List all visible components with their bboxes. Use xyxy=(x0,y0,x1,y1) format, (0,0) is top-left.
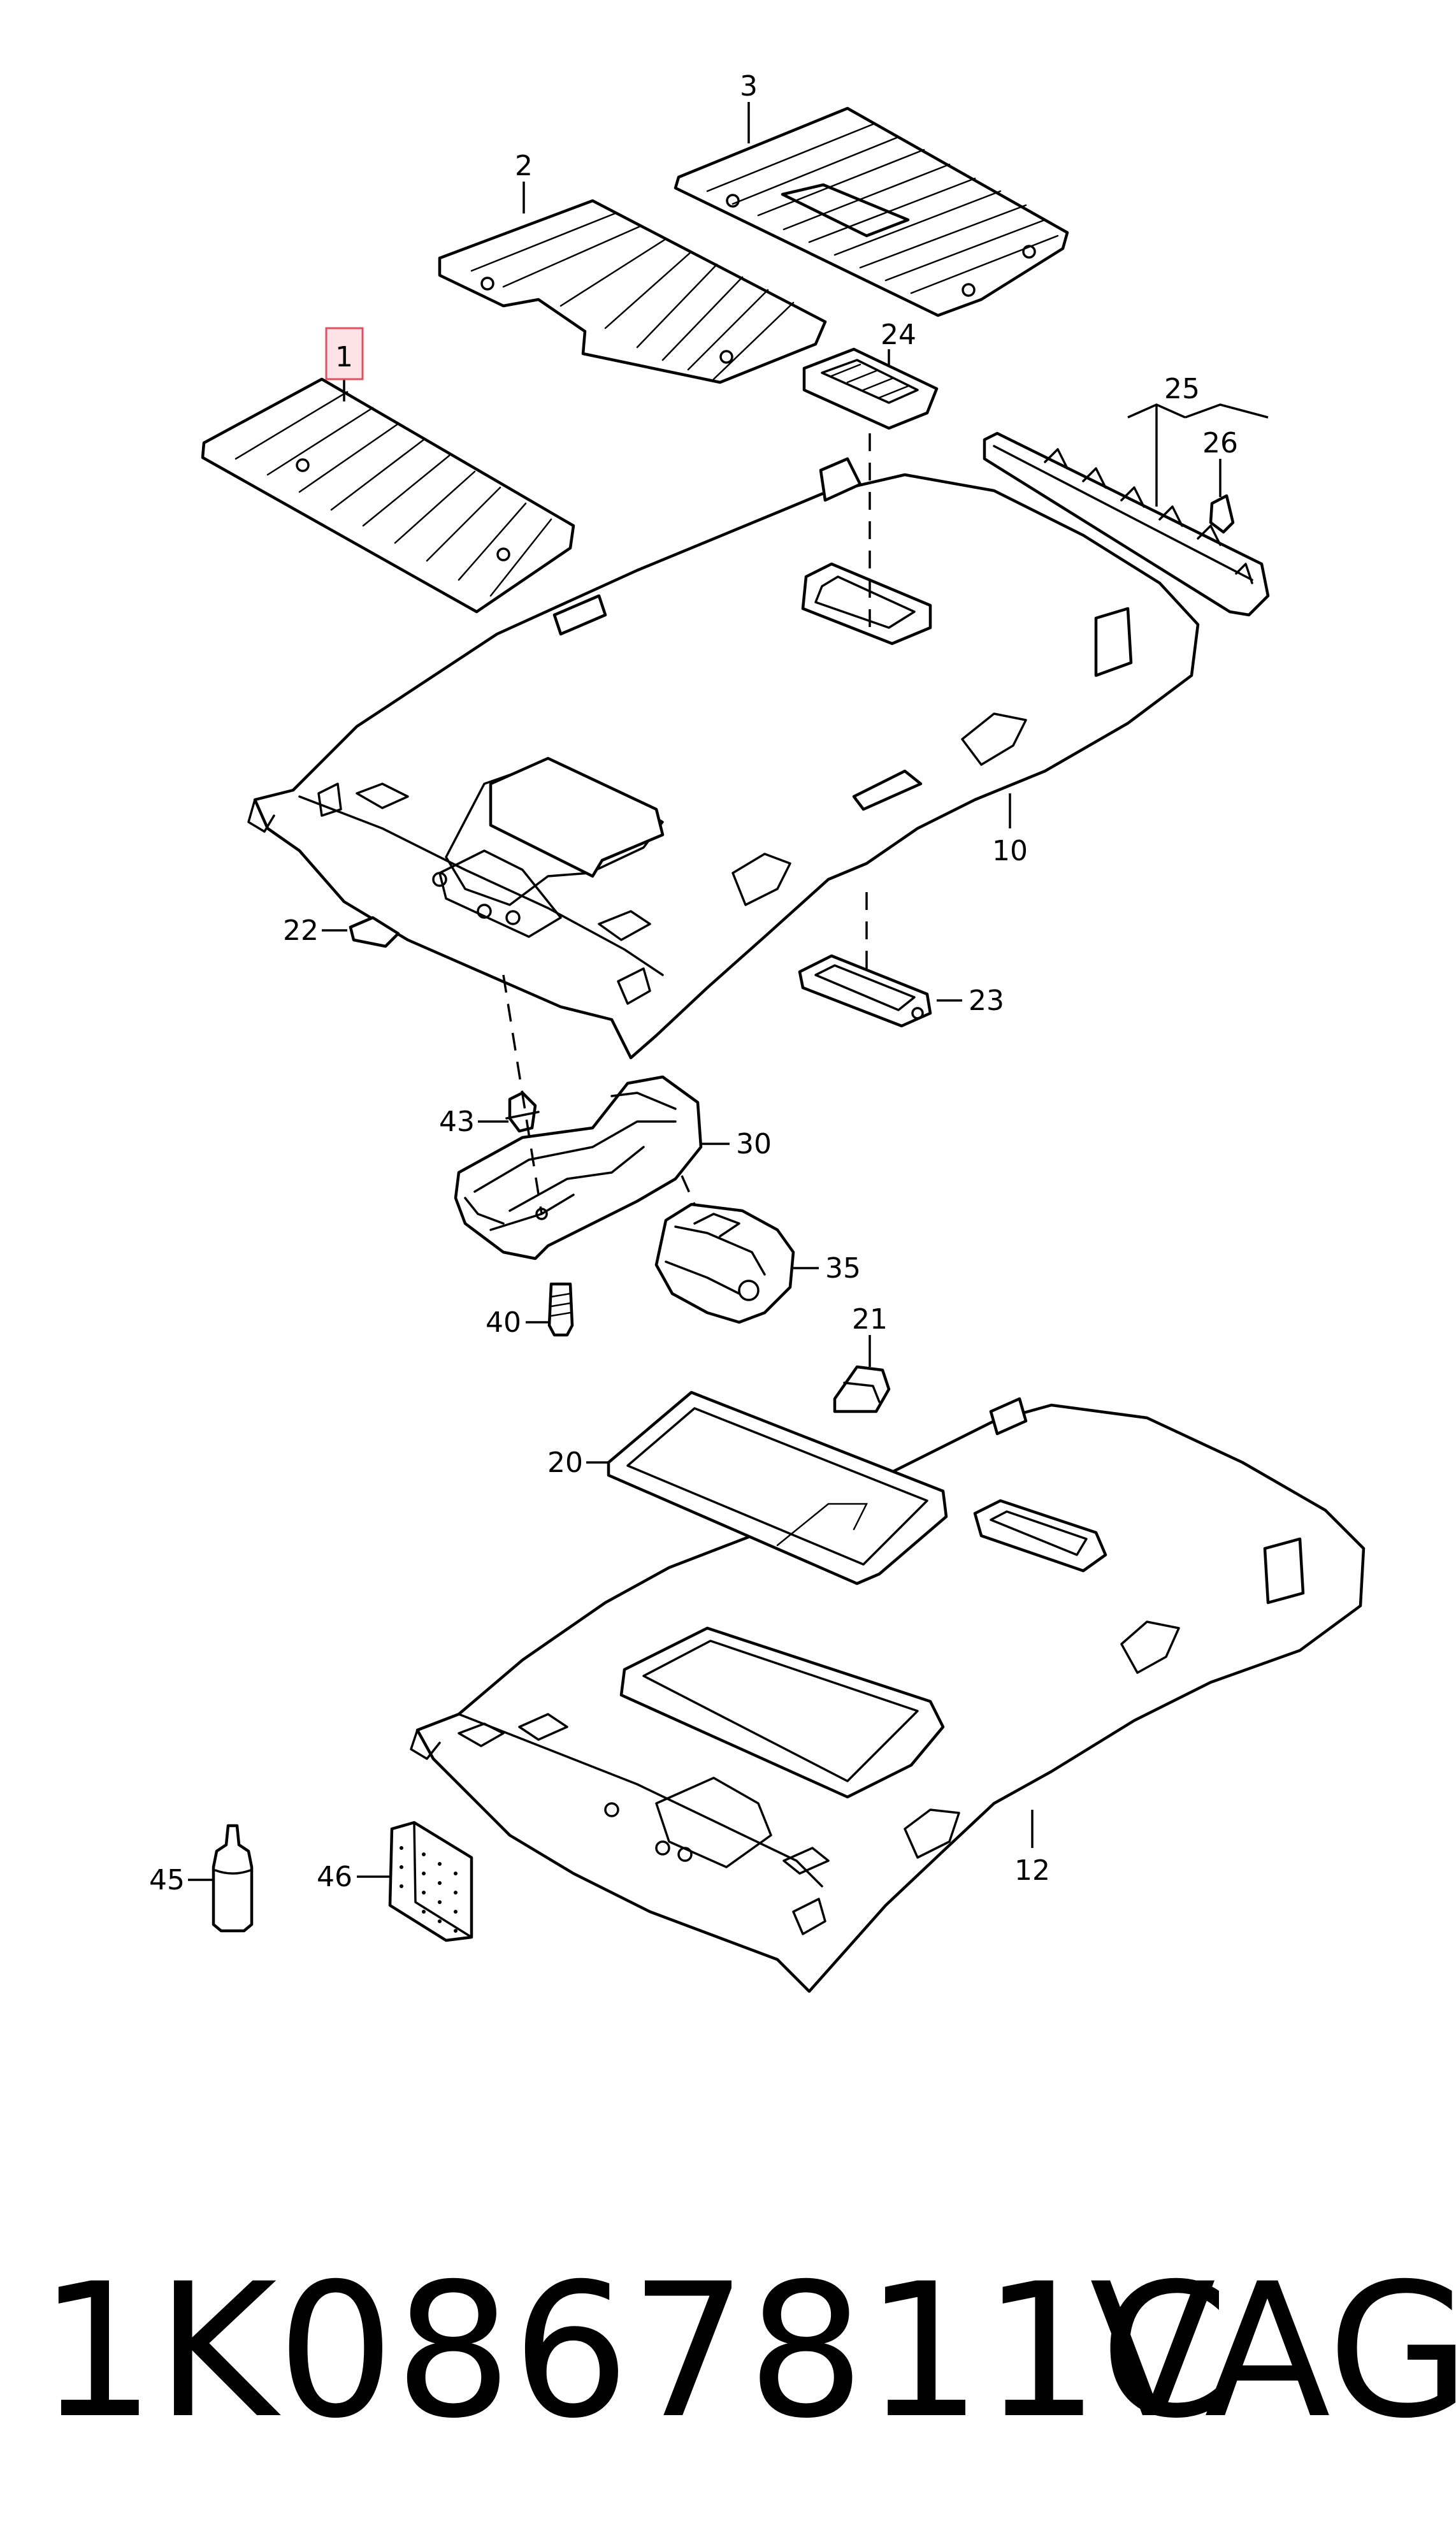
callout-part-40: 40 xyxy=(486,1306,521,1339)
footer-part-number: 1K0867811C xyxy=(38,2244,1229,2459)
part-1-front-mat xyxy=(201,377,575,614)
part-10-headliner xyxy=(247,457,1200,1060)
callout-part-35: 35 xyxy=(825,1252,861,1285)
part-35-light-unit xyxy=(654,1202,795,1324)
callout-part-2: 2 xyxy=(515,150,533,182)
assembly-lines xyxy=(502,433,871,1215)
callout-labels: 1 2 3 24 25 26 10 22 23 43 30 35 40 21 2… xyxy=(149,70,1238,1896)
callout-part-23: 23 xyxy=(969,985,1004,1017)
callout-part-25: 25 xyxy=(1164,373,1200,405)
callout-part-43: 43 xyxy=(439,1106,475,1138)
callout-part-26: 26 xyxy=(1202,427,1238,459)
part-30-roof-console xyxy=(454,1075,703,1260)
part-46-pad xyxy=(388,1821,473,1942)
callout-part-12: 12 xyxy=(1014,1854,1050,1887)
callout-part-1: 1 xyxy=(335,341,353,373)
callout-part-46: 46 xyxy=(317,1861,352,1893)
callout-part-24: 24 xyxy=(881,319,916,351)
footer: 1K0867811C VAG xyxy=(38,2244,1456,2459)
callout-part-45: 45 xyxy=(149,1864,185,1896)
callout-part-21: 21 xyxy=(852,1303,888,1336)
part-20-sunroof-frame xyxy=(607,1390,948,1585)
part-22-clip xyxy=(349,916,400,948)
callout-part-10: 10 xyxy=(992,835,1028,867)
part-25-trim-strip xyxy=(983,431,1270,617)
part-12-headliner-sunroof xyxy=(410,1397,1366,1993)
callout-part-3: 3 xyxy=(740,70,758,103)
part-23-light-frame xyxy=(798,954,932,1028)
part-21-bracket xyxy=(833,1365,891,1413)
part-45-adhesive-bottle xyxy=(212,1824,254,1933)
callout-part-22: 22 xyxy=(283,914,319,947)
footer-brand: VAG xyxy=(1090,2244,1456,2459)
part-40-screw xyxy=(547,1282,574,1337)
part-3-rear-mat xyxy=(674,106,1069,317)
callout-1-highlight xyxy=(325,327,364,380)
part-24-light-frame xyxy=(802,347,939,430)
leader-lines xyxy=(188,102,1269,1881)
callout-part-30: 30 xyxy=(736,1128,772,1160)
part-2-middle-mat xyxy=(438,199,827,384)
callout-part-20: 20 xyxy=(547,1447,583,1479)
